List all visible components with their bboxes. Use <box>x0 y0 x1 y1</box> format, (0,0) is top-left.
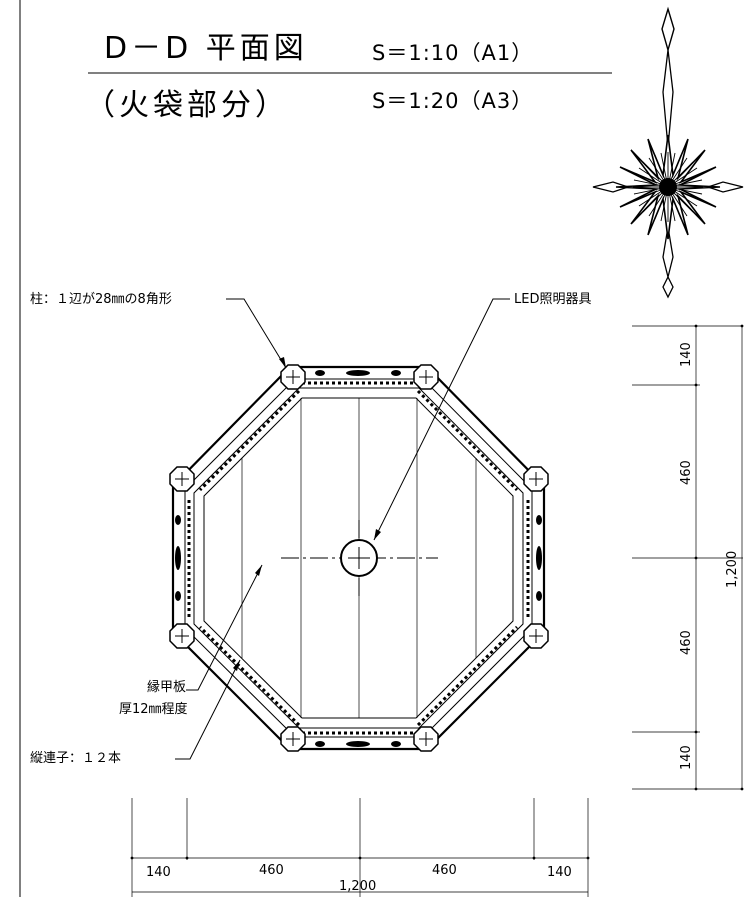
stile-callout-label: 縦連子：１２本 <box>30 751 121 766</box>
panel-callout-label-1: 縁甲板 <box>147 679 186 695</box>
title-line2-scale: S＝1:20（A3） <box>372 89 533 113</box>
dim-right-top: 140 <box>679 342 694 367</box>
led-callout-label: LED照明器具 <box>514 292 591 307</box>
vertical-stiles <box>241 398 477 718</box>
compass-rose-icon <box>592 6 744 299</box>
post-callout-label: 柱：１辺が28㎜の8角形 <box>30 292 172 307</box>
dim-right-upper: 460 <box>679 460 694 485</box>
annotations: 柱：１辺が28㎜の8角形 LED照明器具 縁甲板 厚12㎜程度 縦連子：１２本 <box>30 292 591 766</box>
bottom-dimensions: 140 460 460 140 1,200 <box>130 798 590 897</box>
dim-bottom-left: 140 <box>146 865 171 880</box>
octagon-panel-outline <box>203 397 514 719</box>
dim-bottom-right: 140 <box>547 865 572 880</box>
title-line1-scale: S＝1:10（A1） <box>372 41 533 65</box>
dim-bottom-mid-right: 460 <box>432 863 457 878</box>
title-line2: （火袋部分） <box>85 88 289 123</box>
panel-callout-label-2: 厚12㎜程度 <box>119 701 188 717</box>
dim-right-lower: 460 <box>679 630 694 655</box>
title-line1: D－D 平面図 <box>104 31 308 66</box>
dim-right-total: 1,200 <box>725 551 740 588</box>
dim-right-bottom: 140 <box>679 745 694 770</box>
octagon-plan <box>169 364 549 752</box>
title-block: D－D 平面図 S＝1:10（A1） （火袋部分） S＝1:20（A3） <box>85 31 612 123</box>
dim-bottom-total: 1,200 <box>339 879 376 894</box>
dim-bottom-mid-left: 460 <box>259 863 284 878</box>
right-dimensions: 140 460 1,200 460 140 <box>632 324 744 791</box>
